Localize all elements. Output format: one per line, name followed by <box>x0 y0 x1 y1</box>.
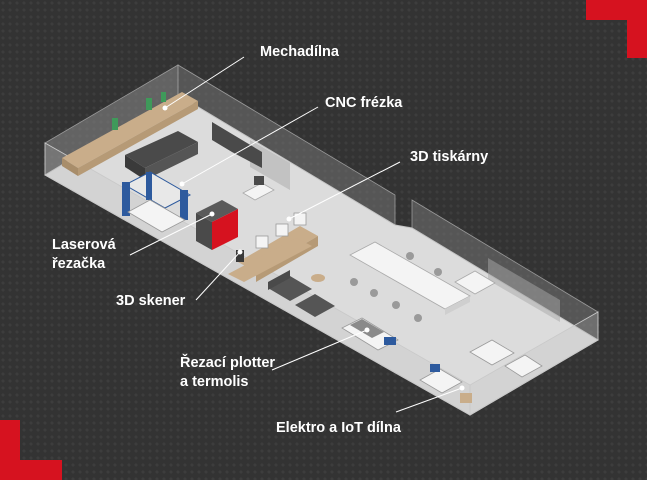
workbench-front <box>62 158 78 176</box>
laser-side <box>212 209 238 250</box>
partition-wall-annex <box>488 258 560 322</box>
printer-1 <box>255 235 269 249</box>
printer-2 <box>275 223 289 237</box>
monitor <box>254 176 264 185</box>
cnc-column-back <box>146 172 152 200</box>
tool-green-3 <box>161 92 166 102</box>
label-mechadilna: Mechadílna <box>260 44 339 60</box>
label-3d-skener: 3D skener <box>116 293 186 309</box>
plotter-accent <box>384 337 396 345</box>
wall-cabinet <box>212 122 232 152</box>
leader-tiskarny <box>288 161 401 220</box>
label-plotter-line1: Řezací plotter <box>180 355 276 371</box>
label-plotter: Řezací plotter a termolis <box>180 354 275 392</box>
label-laserova-line1: Laserová <box>52 237 116 253</box>
label-laserova: Laserová řezačka <box>52 236 116 274</box>
dark-table-side <box>145 142 198 180</box>
dark-table-top <box>125 131 198 168</box>
workbench-side <box>78 101 198 176</box>
mechadilna-marker <box>162 105 168 111</box>
printer-3 <box>293 212 307 226</box>
label-cnc: CNC frézka <box>325 95 403 111</box>
leader-laserova <box>129 213 213 256</box>
label-elektro: Elektro a IoT dílna <box>276 420 401 436</box>
cnc-column-left <box>122 182 130 216</box>
dark-table-front <box>125 155 145 180</box>
electro-box <box>460 393 472 403</box>
leader-elektro <box>395 387 463 413</box>
leader-cnc <box>181 106 319 185</box>
tool-green-1 <box>112 118 118 130</box>
scanner-device <box>236 250 244 262</box>
wall-cabinet-2 <box>232 134 262 168</box>
sofa-1-back <box>268 270 290 290</box>
side-table <box>454 270 496 295</box>
electro-desk-2 <box>469 339 515 366</box>
leader-plotter <box>271 329 368 371</box>
corner-accent-bottom-left-h <box>0 460 62 480</box>
electro-desk-3 <box>504 354 543 378</box>
label-3d-tiskarny: 3D tiskárny <box>410 149 489 165</box>
cnc-bed <box>127 199 186 233</box>
desk-top <box>242 182 275 201</box>
chairs <box>350 252 442 322</box>
classroom-table-side <box>445 296 470 315</box>
electro-monitor <box>430 364 440 372</box>
stool <box>311 274 325 282</box>
workbench-top <box>62 92 198 168</box>
electro-desk-1 <box>419 368 463 394</box>
label-plotter-line2: a termolis <box>180 374 249 390</box>
leader-lines <box>129 56 463 413</box>
printer-shelf-mid <box>228 238 312 282</box>
tool-green-2 <box>146 98 152 110</box>
label-laserova-line2: řezačka <box>52 256 106 272</box>
laser-front <box>196 213 212 250</box>
cnc-column-right <box>180 190 188 220</box>
cnc-frame <box>123 171 192 209</box>
leader-skener <box>195 251 241 301</box>
leader-mechadilna <box>164 56 245 109</box>
sofa-2 <box>295 294 335 317</box>
corner-accent-top-right-v <box>627 0 647 58</box>
